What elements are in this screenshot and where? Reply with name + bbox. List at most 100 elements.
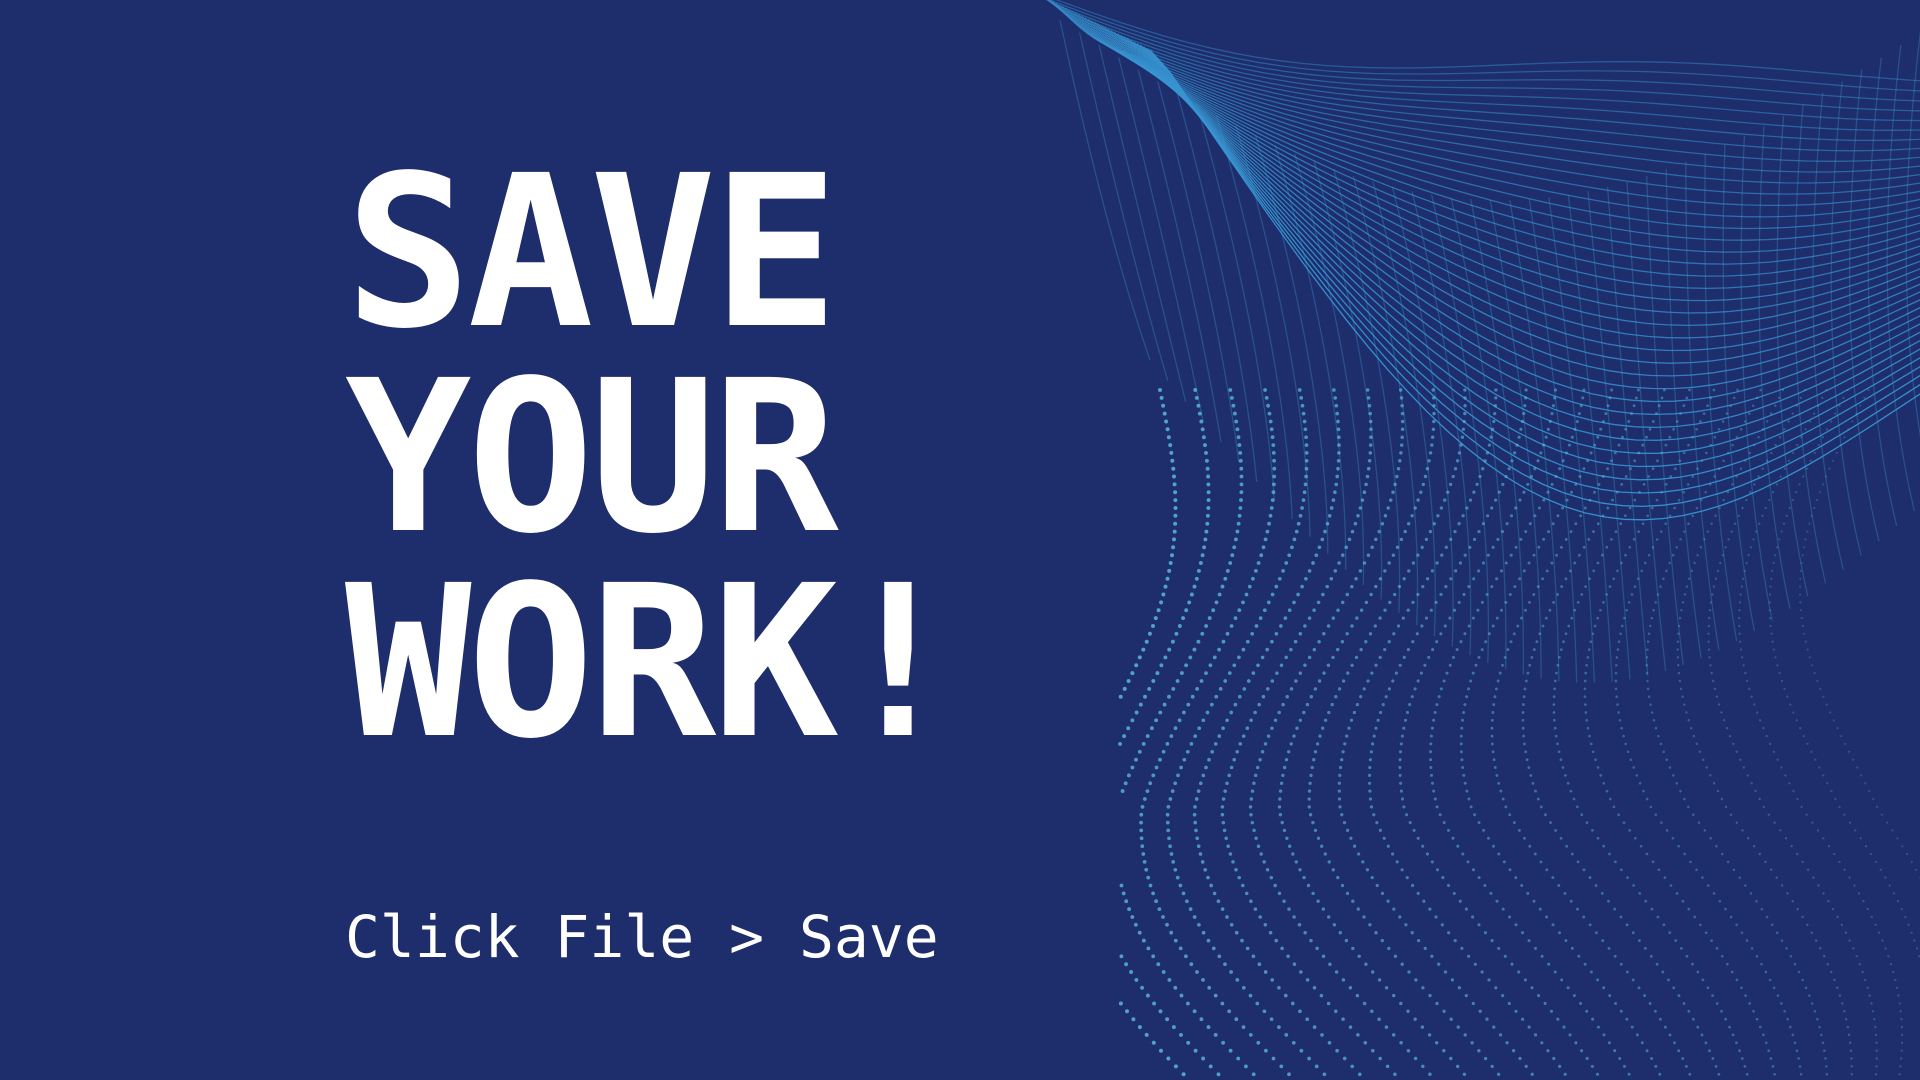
mesh-dot (1406, 1048, 1411, 1053)
mesh-dot (1583, 506, 1587, 510)
mesh-dot (1546, 427, 1550, 431)
mesh-dot (1813, 672, 1816, 675)
mesh-dot (1469, 679, 1473, 683)
mesh-dot (1331, 655, 1335, 660)
mesh-dot (1718, 506, 1721, 510)
mesh-dot (1744, 459, 1747, 463)
mesh-dot (1887, 955, 1890, 958)
mesh-dot (1467, 585, 1471, 589)
mesh-dot (1797, 970, 1801, 974)
mesh-dot (1721, 420, 1725, 423)
mesh-dot (1632, 538, 1636, 541)
mesh-dot (1683, 797, 1686, 801)
mesh-dot (1338, 765, 1343, 770)
mesh-dot (1452, 608, 1457, 612)
mesh-dot (1642, 789, 1645, 793)
mesh-fibre (1509, 199, 1560, 682)
mesh-dot (1428, 529, 1433, 534)
mesh-dot (1825, 475, 1828, 478)
mesh-dot (1736, 388, 1739, 392)
mesh-dot (1359, 647, 1363, 652)
mesh-dot (1204, 529, 1209, 534)
mesh-dot (1264, 396, 1269, 400)
mesh-dot (1743, 569, 1746, 573)
mesh-dot (1229, 624, 1234, 628)
mesh-dot (1804, 986, 1808, 990)
mesh-dot (1567, 443, 1572, 447)
mesh-dot (1367, 403, 1372, 408)
mesh-dot (1660, 490, 1663, 494)
mesh-dot (1681, 695, 1684, 698)
mesh-dot (1764, 860, 1767, 864)
mesh-dot (1444, 545, 1448, 549)
mesh-dot (1262, 1009, 1267, 1014)
mesh-dot (1309, 773, 1313, 778)
mesh-dot (1566, 986, 1570, 990)
mesh-dot (1307, 616, 1312, 620)
mesh-fibre (1430, 194, 1490, 663)
mesh-dot (1134, 663, 1139, 668)
mesh-dot (1822, 774, 1825, 777)
mesh-dot (1665, 829, 1669, 832)
mesh-dot (1866, 907, 1869, 911)
mesh-dot (1810, 931, 1814, 934)
mesh-dot (1586, 726, 1590, 730)
mesh-fibre (1391, 186, 1454, 647)
mesh-dot (1131, 1017, 1136, 1022)
mesh-dot (1487, 978, 1491, 982)
mesh-fibre (1078, 32, 1169, 381)
mesh-dot (1769, 585, 1772, 588)
mesh-dot (1672, 774, 1675, 777)
mesh-dot (1614, 1002, 1618, 1005)
mesh-dot (1730, 530, 1734, 533)
mesh-dot (1729, 915, 1733, 919)
mesh-dot (1848, 876, 1851, 879)
mesh-dot (1228, 388, 1233, 392)
mesh-dot (1569, 789, 1573, 793)
mesh-dot (1552, 600, 1556, 604)
mesh-dot (1275, 671, 1279, 675)
mesh-dot (1303, 427, 1308, 432)
mesh-dot (1749, 892, 1753, 895)
mesh-dot (1415, 632, 1419, 636)
mesh-dot (1838, 805, 1841, 809)
mesh-dot (1273, 883, 1277, 888)
mesh-dot (1523, 836, 1526, 840)
mesh-dot (1171, 860, 1176, 864)
mesh-dot (1448, 663, 1452, 667)
mesh-dot (1504, 474, 1508, 479)
mesh-dot (1464, 907, 1468, 911)
mesh-dot (1711, 679, 1715, 683)
mesh-dot (1610, 459, 1613, 463)
mesh-dot (1706, 404, 1709, 408)
mesh-dot (1704, 451, 1708, 455)
mesh-dot (1416, 891, 1420, 896)
mesh-dot (1518, 577, 1522, 581)
mesh-dot (1677, 624, 1681, 628)
mesh-dot (1755, 954, 1759, 958)
mesh-dot (1491, 545, 1495, 549)
mesh-dot (1696, 970, 1700, 974)
mesh-dot (1432, 522, 1436, 526)
mesh-dot (1846, 388, 1849, 392)
mesh-dot (1874, 860, 1878, 864)
mesh-dot (1764, 970, 1768, 974)
mesh-dot (1277, 891, 1282, 896)
mesh-dot (1765, 420, 1769, 423)
mesh-line (1068, 9, 1920, 207)
mesh-dot (1300, 403, 1305, 408)
mesh-dot (1217, 592, 1222, 597)
mesh-dot (1411, 561, 1416, 565)
mesh-dot (1416, 553, 1420, 557)
mesh-dot (1378, 828, 1382, 833)
mesh-dot (1687, 522, 1690, 525)
mesh-dot (1235, 427, 1240, 432)
mesh-dot (1915, 868, 1918, 871)
mesh-fibre (1626, 181, 1667, 672)
mesh-dot (1336, 875, 1340, 880)
mesh-dot (1323, 852, 1327, 856)
mesh-dot (1133, 922, 1138, 927)
mesh-dot (1284, 561, 1289, 565)
mesh-dot (1704, 1041, 1708, 1045)
mesh-dot (1378, 577, 1383, 581)
